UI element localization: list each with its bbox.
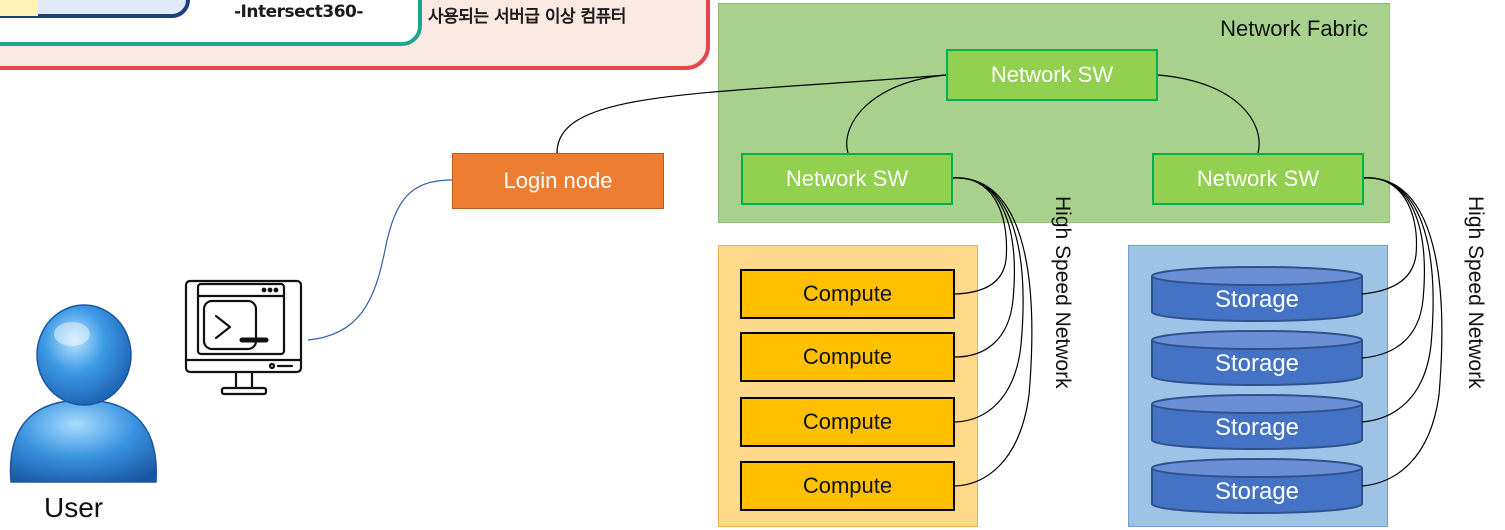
compute-node-3: Compute — [740, 397, 955, 447]
network-switch-top: Network SW — [946, 49, 1158, 101]
banner-korean-text: 사용되는 서버급 이상 컴퓨터 — [428, 7, 626, 27]
banner-highlight — [0, 0, 38, 16]
network-switch-left: Network SW — [741, 153, 953, 205]
compute-node-4: Compute — [740, 461, 955, 511]
user-label: User — [44, 492, 104, 523]
high-speed-network-label-compute: High Speed Network — [1051, 196, 1074, 389]
login-node: Login node — [452, 153, 664, 209]
compute-node-2: Compute — [740, 332, 955, 382]
storage-group — [1128, 245, 1388, 527]
compute-node-1: Compute — [740, 269, 955, 319]
high-speed-network-label-storage: High Speed Network — [1464, 196, 1487, 389]
network-fabric-label: Network Fabric — [1220, 16, 1368, 41]
terminal-monitor-icon — [184, 279, 303, 396]
user-person-icon — [9, 304, 158, 483]
wire-terminal-to-login — [307, 179, 453, 341]
network-switch-right: Network SW — [1152, 153, 1364, 205]
banner-intersect-text: -Intersect360- — [234, 2, 363, 22]
